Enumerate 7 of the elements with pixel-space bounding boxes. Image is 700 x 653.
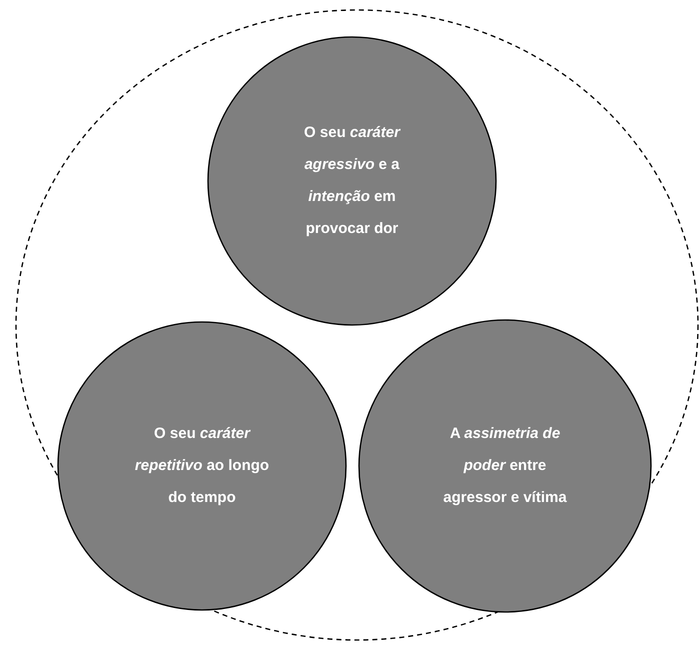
circle-text: A assimetria de poder entre agressor e vítima bbox=[442, 424, 568, 508]
circle-text: O seu caráter repetitivo ao longo do tempo bbox=[134, 424, 270, 508]
dashed-circle bbox=[15, 9, 699, 641]
circle bbox=[358, 319, 652, 613]
circle bbox=[57, 321, 347, 611]
circle bbox=[207, 36, 497, 326]
circle-text: O seu caráter agressivo e a intenção em provocar dor bbox=[303, 123, 402, 239]
